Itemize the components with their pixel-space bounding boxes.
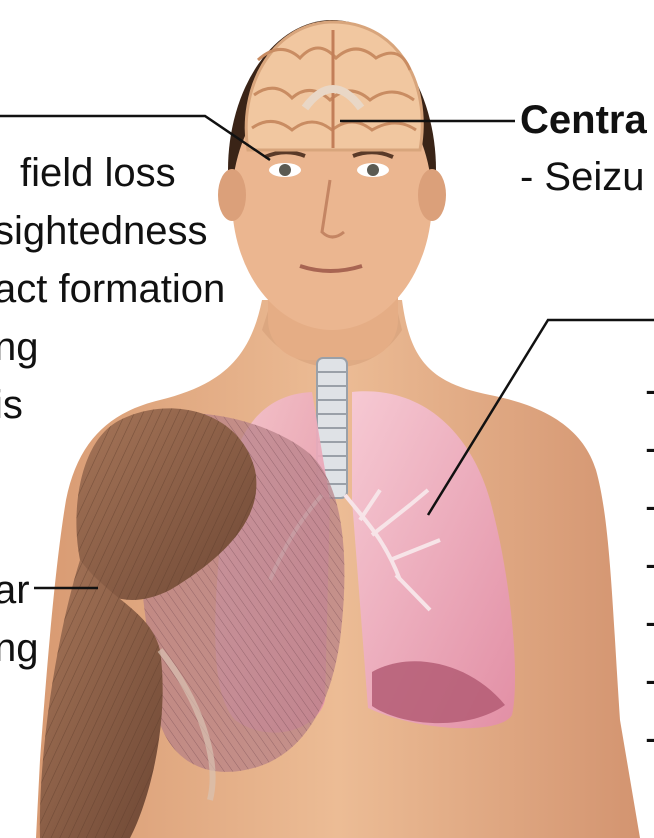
eyes-symptom-2: sightedness xyxy=(0,211,207,251)
lungs-bullet-6: - xyxy=(645,660,654,700)
central-nervous-title: Centra xyxy=(520,100,647,140)
eyes-symptom-5: is xyxy=(0,385,23,425)
brain xyxy=(246,22,422,150)
lungs-bullet-3: - xyxy=(645,486,654,526)
muscular-symptom: ng xyxy=(0,628,39,668)
lungs-bullet-5: - xyxy=(645,602,654,642)
lungs-bullet-1: - xyxy=(645,370,654,410)
lungs-bullet-4: - xyxy=(645,544,654,584)
lungs-bullet-2: - xyxy=(645,428,654,468)
eyes-symptom-3: act formation xyxy=(0,269,225,309)
lungs-bullet-7: - xyxy=(645,718,654,758)
central-nervous-symptom: - Seizu xyxy=(520,157,645,197)
muscular-label: ar xyxy=(0,570,30,610)
eyes-symptom-1: field loss xyxy=(20,153,176,193)
eyes-symptom-4: ng xyxy=(0,327,39,367)
